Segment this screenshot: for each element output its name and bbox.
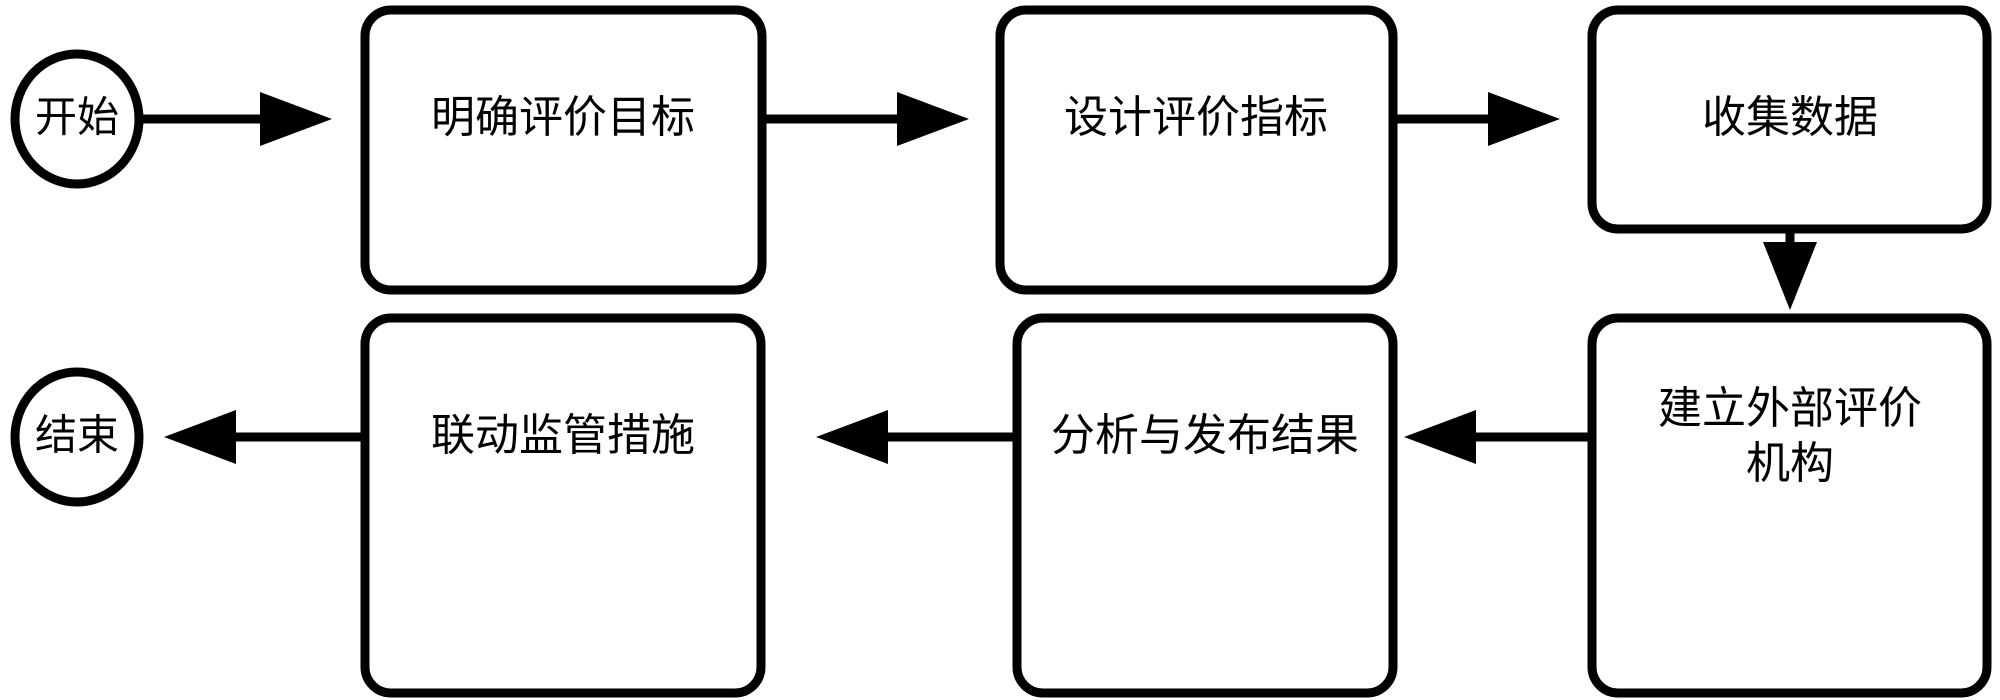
edge-step2-to-step3 (1393, 92, 1560, 146)
node-end-label: 结束 (35, 414, 119, 460)
node-step5-label: 分析与发布结果 (1051, 411, 1359, 460)
node-step1-label: 明确评价目标 (431, 93, 695, 142)
arrow-head-icon (260, 92, 332, 146)
arrow-head-icon (897, 92, 969, 146)
node-step1[interactable]: 明确评价目标 (360, 5, 767, 295)
node-step4-label-line2: 机构 (1746, 439, 1834, 488)
node-start-label: 开始 (35, 96, 119, 142)
node-step3[interactable]: 收集数据 (1587, 5, 1992, 234)
edge-step3-to-step4 (1763, 229, 1817, 310)
node-start[interactable]: 开始 (10, 49, 144, 189)
edge-step5-to-step6 (816, 410, 1017, 464)
node-step6-label: 联动监管措施 (431, 411, 695, 460)
node-step2[interactable]: 设计评价指标 (995, 5, 1398, 295)
step6-box-shape (360, 313, 766, 698)
start-terminator-shape (10, 49, 144, 189)
step4-box-shape (1587, 313, 1992, 698)
edge-start-to-step1 (138, 92, 332, 146)
edge-step4-to-step5 (1404, 410, 1592, 464)
arrow-head-icon (1404, 410, 1476, 464)
step5-box-shape (1012, 313, 1398, 698)
arrow-head-icon (1763, 242, 1817, 310)
step2-box-shape (995, 5, 1398, 295)
node-step2-label: 设计评价指标 (1064, 93, 1328, 142)
step1-box-shape (360, 5, 767, 295)
node-step3-label: 收集数据 (1702, 93, 1878, 142)
step3-box-shape (1587, 5, 1992, 234)
node-step4[interactable]: 建立外部评价 机构 (1587, 313, 1992, 698)
node-step6[interactable]: 联动监管措施 (360, 313, 766, 698)
edge-step6-to-end (164, 410, 365, 464)
edge-step1-to-step2 (762, 92, 969, 146)
arrow-head-icon (1488, 92, 1560, 146)
node-end[interactable]: 结束 (10, 367, 144, 507)
node-step4-label-line1: 建立外部评价 (1658, 384, 1922, 433)
arrow-head-icon (164, 410, 236, 464)
arrow-head-icon (816, 410, 888, 464)
end-terminator-shape (10, 367, 144, 507)
node-step5[interactable]: 分析与发布结果 (1012, 313, 1398, 698)
